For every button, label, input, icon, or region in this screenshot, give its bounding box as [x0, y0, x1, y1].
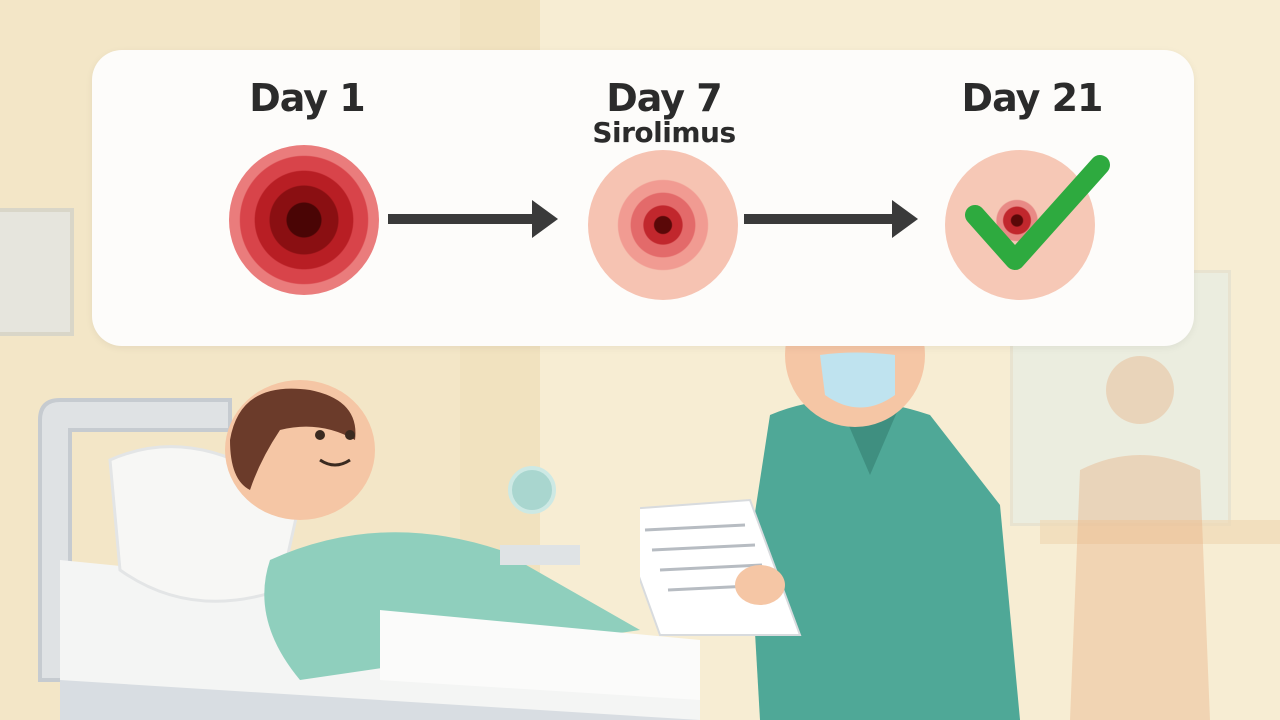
wall-monitor: [0, 208, 74, 336]
lesion-day1-icon: [229, 145, 379, 295]
treatment-timeline-card: Day 1 Day 7 Sirolimus Day 21: [92, 50, 1194, 346]
faded-person-figure: [1070, 356, 1210, 720]
stage-label-day1: Day 1: [249, 76, 365, 120]
stage-label-day21: Day 21: [961, 76, 1104, 120]
bedside-table: [500, 545, 580, 565]
stage-label-day7: Day 7: [606, 76, 722, 120]
checkmark-icon: [965, 155, 1110, 270]
wall-rail: [1040, 520, 1280, 544]
lesion-day7-icon: [588, 150, 738, 300]
patient-in-bed: [38, 380, 700, 720]
lesion-day21-icon: [945, 150, 1095, 300]
progress-arrow-2: [744, 200, 918, 238]
bedside-device: [508, 466, 556, 514]
treatment-label: Sirolimus: [592, 116, 736, 149]
progress-arrow-1: [388, 200, 558, 238]
